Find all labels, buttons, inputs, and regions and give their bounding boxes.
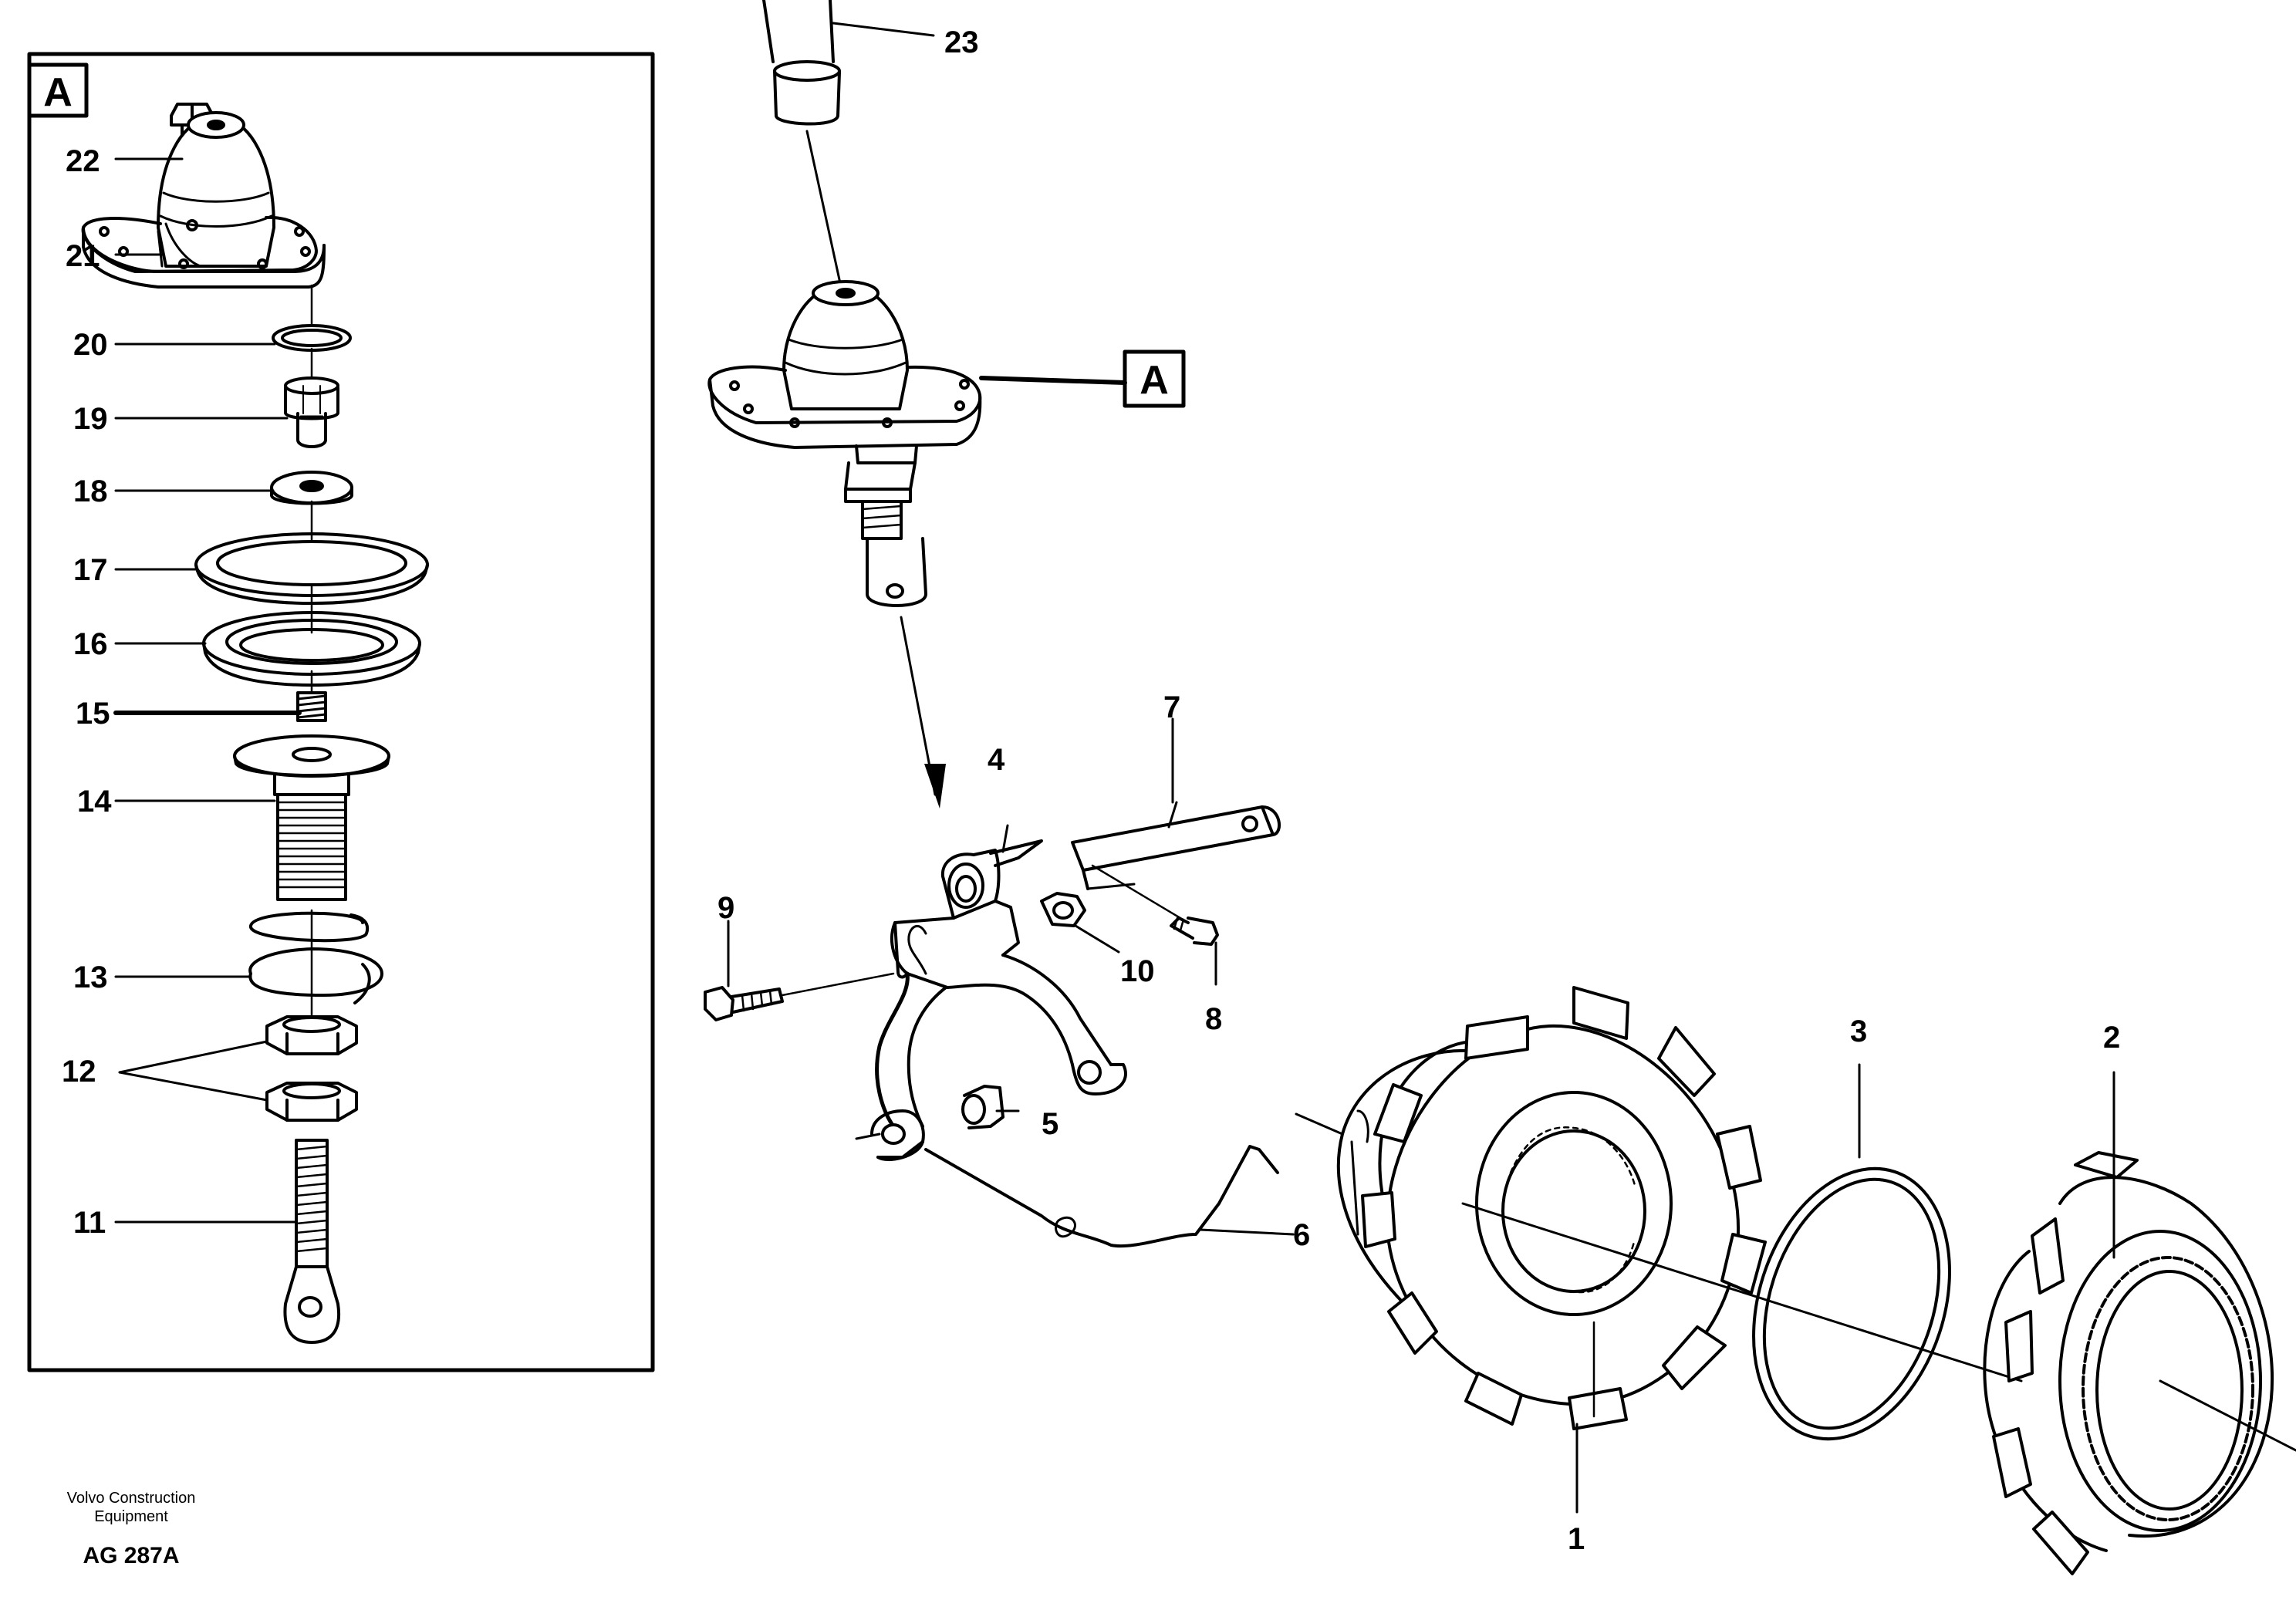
washer-18 <box>270 471 353 505</box>
label-12: 12 <box>62 1055 96 1089</box>
o-ring-20 <box>272 324 352 352</box>
detail-a-marker: A <box>43 70 73 115</box>
o-ring-3 <box>1752 1063 1951 1441</box>
label-10: 10 <box>1120 954 1155 988</box>
label-14: 14 <box>77 785 112 819</box>
label-3: 3 <box>1850 1014 1867 1048</box>
spring-13 <box>248 911 383 1004</box>
label-15: 15 <box>76 697 110 731</box>
pin-5 <box>961 1085 1020 1129</box>
sliding-clutch-1 <box>1295 986 2023 1514</box>
label-20: 20 <box>73 328 108 362</box>
label-16: 16 <box>73 627 108 661</box>
grub-screw-15 <box>296 691 327 722</box>
marker-a-leader <box>979 376 1127 385</box>
eye-rod-main <box>844 444 946 808</box>
label-11: 11 <box>73 1206 106 1240</box>
label-21: 21 <box>66 239 100 273</box>
label-5: 5 <box>1042 1107 1059 1141</box>
label-7: 7 <box>1163 690 1180 724</box>
label-19: 19 <box>73 402 108 436</box>
marker-a-letter: A <box>1140 358 1169 403</box>
boot-flange-main <box>707 280 982 449</box>
eye-rod-11 <box>283 1139 341 1344</box>
label-4: 4 <box>988 743 1005 777</box>
threaded-bushing-14 <box>233 734 390 901</box>
label-8: 8 <box>1205 1002 1222 1036</box>
label-13: 13 <box>73 960 108 994</box>
shift-fork-4 <box>870 824 1127 1162</box>
clutch-ring-2 <box>1983 1071 2296 1575</box>
label-23: 23 <box>944 25 979 59</box>
bolt-8 <box>1091 864 1219 986</box>
boot-flange-21 <box>81 111 326 289</box>
label-22: 22 <box>66 144 100 178</box>
detail-a-marker-box <box>27 62 89 118</box>
cable-23 <box>762 0 935 302</box>
label-6: 6 <box>1293 1218 1310 1252</box>
spring-wire-6 <box>855 1133 1295 1248</box>
footer-block: Volvo Construction Equipment AG 287A <box>46 1489 216 1569</box>
brand-line-2: Equipment <box>94 1508 168 1525</box>
nut-12-lower <box>265 1082 358 1122</box>
nut-10 <box>1040 892 1120 954</box>
detail-a-frame <box>27 52 655 1372</box>
part-labels: 22 21 20 19 18 17 16 15 14 13 12 11 23 7… <box>62 25 2120 1556</box>
label-2: 2 <box>2103 1021 2120 1055</box>
label-9: 9 <box>718 891 734 925</box>
bolt-9 <box>704 920 895 1021</box>
drawing-code: AG 287A <box>83 1543 180 1568</box>
brand-line-1: Volvo Construction <box>66 1490 196 1507</box>
leader-lines-detail-a <box>113 157 302 1224</box>
lever-arm-7 <box>1071 717 1281 890</box>
label-18: 18 <box>73 474 108 508</box>
label-17: 17 <box>73 553 108 587</box>
marker-a-box <box>1123 349 1186 408</box>
nut-12-upper <box>265 1015 358 1055</box>
label-1: 1 <box>1568 1522 1585 1556</box>
sleeve-19 <box>284 376 339 448</box>
